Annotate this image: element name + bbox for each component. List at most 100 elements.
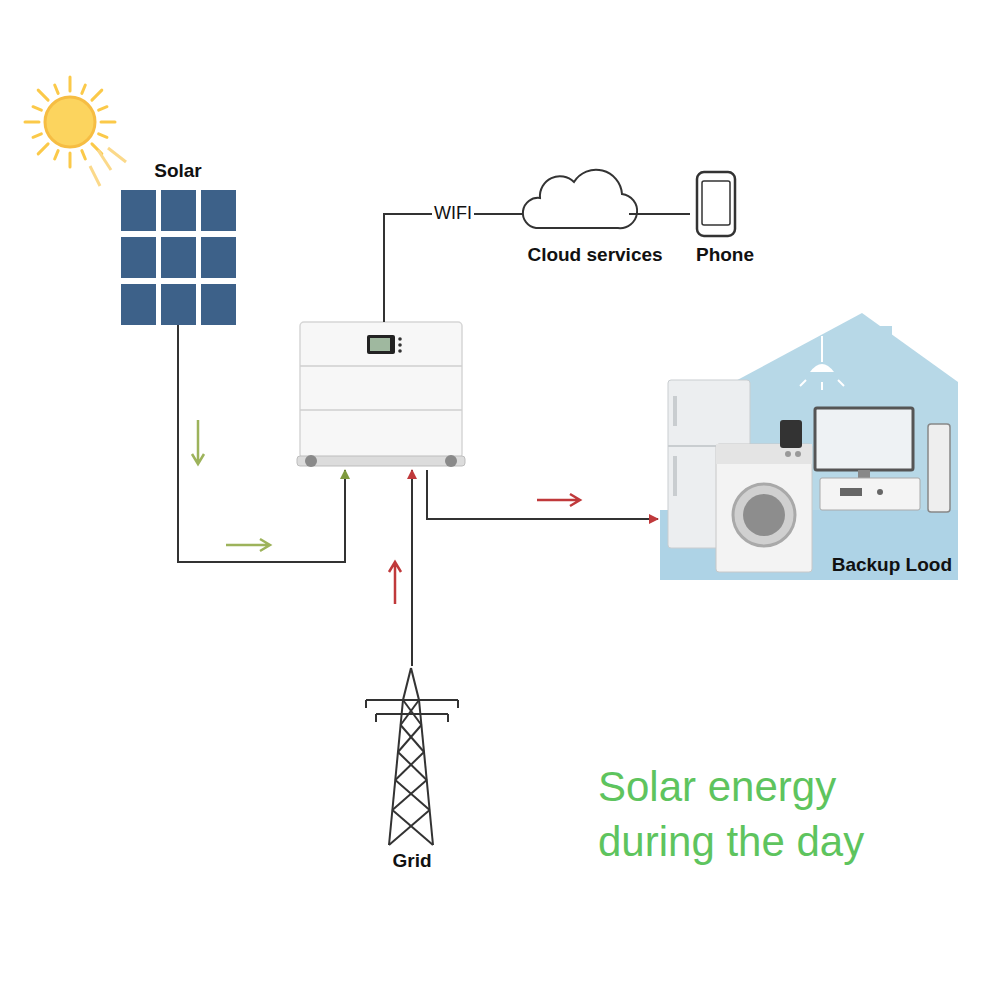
solar-panel [121,190,236,325]
sun-icon-part-part [55,151,58,159]
battery-inverter-part [398,337,402,341]
diagram-node: Cloud services [522,178,668,266]
pylon-icon-part [375,714,377,722]
phone-icon-part [702,181,730,225]
battery-inverter-part [445,455,457,467]
house-illustration-part [840,488,862,496]
diagram-node: Backup Lood [658,312,958,582]
sun-icon-part [98,150,111,170]
diagram-title: Solar energy during the day [598,760,948,869]
sun-icon-part-part [33,134,41,137]
battery-inverter-part [370,338,390,351]
solar-panel-part [201,237,236,278]
sun-icon-part-part [101,121,115,124]
sun-icon-part-part [82,85,85,93]
connector-line [427,470,658,519]
connector-line [178,325,345,562]
house-illustration-part [780,420,802,448]
battery-inverter [297,322,465,467]
house-illustration-part [928,424,950,512]
cloud-icon-part [629,213,668,215]
pylon-icon-part [395,780,429,810]
solar-panel-part [161,284,196,325]
house-illustration-part [810,364,834,372]
solar-panel-part [161,190,196,231]
pylon-icon-part [365,700,367,708]
pylon-icon-part [457,700,459,708]
diagram-node: Phone [690,168,760,266]
sun-icon-part [90,166,100,186]
cloud-icon [523,170,668,228]
pylon-icon-part [401,700,419,725]
sun-icon-part-part [25,121,39,124]
battery-inverter-part [297,456,465,466]
phone-icon [697,172,735,236]
node-label: Backup Lood [832,554,952,576]
battery-inverter-part [305,455,317,467]
house-illustration-part [821,336,823,362]
connector-layer-part [178,214,690,666]
flow-arrow-part [389,562,401,604]
node-label: Phone [696,244,754,266]
edge-label: WIFI [432,204,474,224]
solar-panel-part [201,284,236,325]
sun-icon-part [108,148,126,162]
pylon-icon-part [392,810,433,845]
battery-inverter-part [398,349,402,353]
sun-icon-part-part [55,85,58,93]
connector-line [384,214,522,322]
house-illustration-part [785,451,791,457]
sun-icon-part-part [38,90,48,100]
diagram-node: Solar [118,160,238,325]
battery-inverter-part [300,322,462,458]
connector-line [411,470,413,666]
pylon-icon-part [403,668,411,700]
pylon-icon-part [403,700,421,725]
sun-icon-part-part [82,151,85,159]
sun-icon [25,77,126,186]
flow-arrow-part [192,420,204,464]
node-label: Cloud services [527,244,662,266]
house-illustration-part [733,484,795,546]
house-illustration-part [876,326,892,356]
solar-panel-part [161,237,196,278]
battery-inverter-part [398,343,402,347]
house-illustration-part [815,408,913,470]
house-illustration-part [673,396,677,426]
flow-arrow [192,420,580,604]
pylon-icon-part [389,700,403,845]
battery-inverter-part [300,365,462,367]
solar-panel-part [121,237,156,278]
diagram-node [300,322,462,470]
house-illustration-part [716,444,812,572]
pylon-icon-part [411,668,419,700]
house-illustration-part [795,451,801,457]
house-illustration-part [743,494,785,536]
pylon-icon-part [366,699,458,701]
pylon-icon-part [395,752,424,780]
house-illustration-part [820,478,920,510]
phone-icon-part [697,172,735,236]
house-illustration-part [673,456,677,496]
node-label: Grid [392,850,431,872]
sun-icon-part-part [99,134,107,137]
battery-inverter-part [300,409,462,411]
pylon-icon-part [398,725,421,752]
flow-arrow-part [537,494,580,506]
sun-icon-part [45,97,95,147]
house-illustration-part [838,380,844,386]
house-illustration [660,313,958,580]
pylon-icon-part [392,780,426,810]
house-illustration-part [858,470,870,478]
sun-icon-part-part [92,90,102,100]
house-illustration-part [821,382,823,390]
sun-icon-part-part [33,107,41,110]
sun-icon-part-part [69,77,72,91]
connector-line [668,213,690,215]
solar-panel-part [121,190,156,231]
sun-icon-part-part [69,153,72,167]
pylon-icon-part [398,752,427,780]
solar-panel-part [201,190,236,231]
sun-icon-part-part [99,107,107,110]
house-illustration-part [800,380,806,386]
